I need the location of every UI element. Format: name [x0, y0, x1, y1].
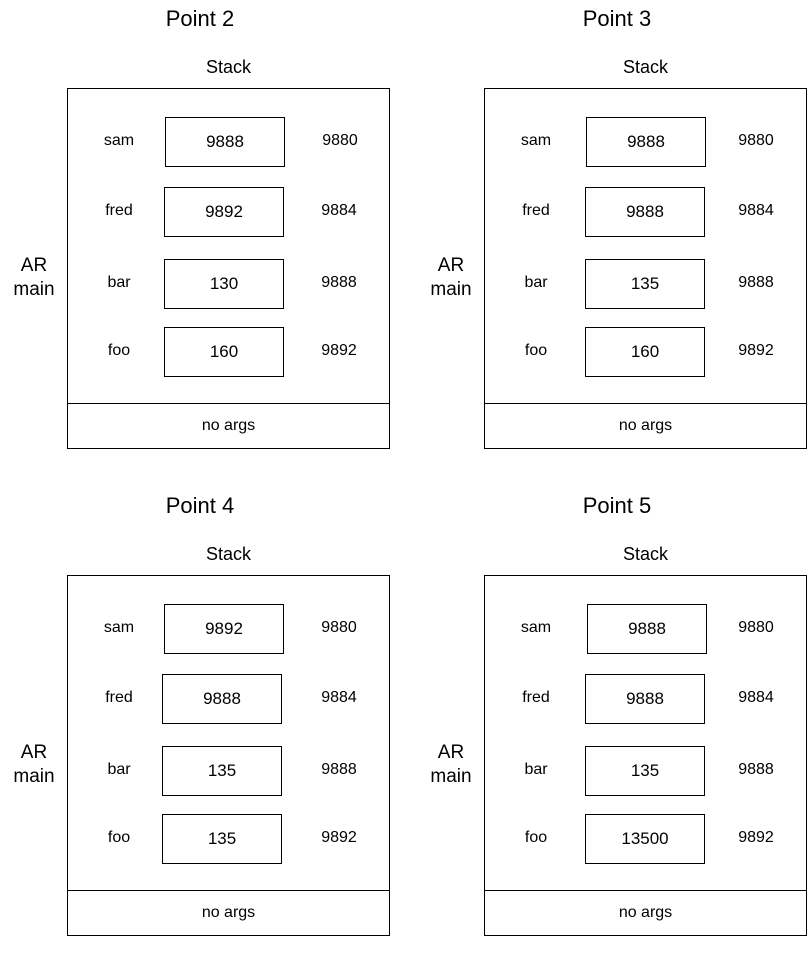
address-foo: 9892 — [321, 829, 357, 846]
panel-title: Point 3 — [582, 6, 652, 31]
var-name-foo: foo — [107, 829, 131, 846]
ar-label: AR main — [13, 255, 55, 300]
ar-label: AR main — [430, 255, 472, 300]
var-name-foo: foo — [524, 829, 548, 846]
var-name-bar: bar — [107, 274, 131, 291]
value-cell-fred: 9888 — [162, 674, 282, 724]
value-cell-foo: 13500 — [585, 814, 705, 864]
var-name-bar: bar — [524, 761, 548, 778]
stack-label: Stack — [622, 544, 669, 564]
address-bar: 9888 — [738, 761, 774, 778]
var-name-sam: sam — [520, 132, 552, 149]
value-cell-sam: 9888 — [586, 117, 706, 167]
address-fred: 9884 — [738, 689, 774, 706]
stack-frame — [484, 575, 807, 891]
ar-label: AR main — [13, 742, 55, 787]
ar-label: AR main — [430, 742, 472, 787]
address-sam: 9880 — [738, 132, 774, 149]
address-sam: 9880 — [321, 619, 357, 636]
args-box: no args — [67, 890, 390, 936]
panel-point-4: Point 4 Stack AR main sam 9892 9880 fred… — [0, 487, 400, 957]
var-name-fred: fred — [105, 202, 133, 219]
var-name-fred: fred — [522, 202, 550, 219]
value-cell-foo: 160 — [164, 327, 284, 377]
value-cell-fred: 9888 — [585, 187, 705, 237]
var-name-foo: foo — [107, 342, 131, 359]
address-fred: 9884 — [321, 202, 357, 219]
panel-point-5: Point 5 Stack AR main sam 9888 9880 fred… — [417, 487, 808, 957]
value-cell-bar: 135 — [585, 259, 705, 309]
panel-point-3: Point 3 Stack AR main sam 9888 9880 fred… — [417, 0, 808, 470]
stack-frame — [67, 88, 390, 404]
value-cell-sam: 9892 — [164, 604, 284, 654]
value-cell-sam: 9888 — [587, 604, 707, 654]
panel-point-2: Point 2 Stack AR main sam 9888 9880 fred… — [0, 0, 400, 470]
value-cell-fred: 9892 — [164, 187, 284, 237]
panel-title: Point 2 — [165, 6, 235, 31]
var-name-foo: foo — [524, 342, 548, 359]
args-box: no args — [484, 890, 807, 936]
value-cell-foo: 135 — [162, 814, 282, 864]
var-name-bar: bar — [524, 274, 548, 291]
address-fred: 9884 — [738, 202, 774, 219]
args-box: no args — [484, 403, 807, 449]
value-cell-sam: 9888 — [165, 117, 285, 167]
value-cell-bar: 130 — [164, 259, 284, 309]
var-name-sam: sam — [520, 619, 552, 636]
var-name-fred: fred — [105, 689, 133, 706]
panel-title: Point 5 — [582, 493, 652, 518]
address-foo: 9892 — [738, 829, 774, 846]
stack-label: Stack — [205, 544, 252, 564]
stack-label: Stack — [622, 57, 669, 77]
address-sam: 9880 — [322, 132, 358, 149]
var-name-sam: sam — [103, 132, 135, 149]
var-name-bar: bar — [107, 761, 131, 778]
value-cell-bar: 135 — [162, 746, 282, 796]
value-cell-bar: 135 — [585, 746, 705, 796]
address-fred: 9884 — [321, 689, 357, 706]
address-foo: 9892 — [321, 342, 357, 359]
panel-title: Point 4 — [165, 493, 235, 518]
var-name-fred: fred — [522, 689, 550, 706]
value-cell-foo: 160 — [585, 327, 705, 377]
stack-label: Stack — [205, 57, 252, 77]
args-box: no args — [67, 403, 390, 449]
address-bar: 9888 — [738, 274, 774, 291]
address-foo: 9892 — [738, 342, 774, 359]
var-name-sam: sam — [103, 619, 135, 636]
value-cell-fred: 9888 — [585, 674, 705, 724]
stack-frame — [67, 575, 390, 891]
address-bar: 9888 — [321, 274, 357, 291]
stack-frame — [484, 88, 807, 404]
address-bar: 9888 — [321, 761, 357, 778]
address-sam: 9880 — [738, 619, 774, 636]
